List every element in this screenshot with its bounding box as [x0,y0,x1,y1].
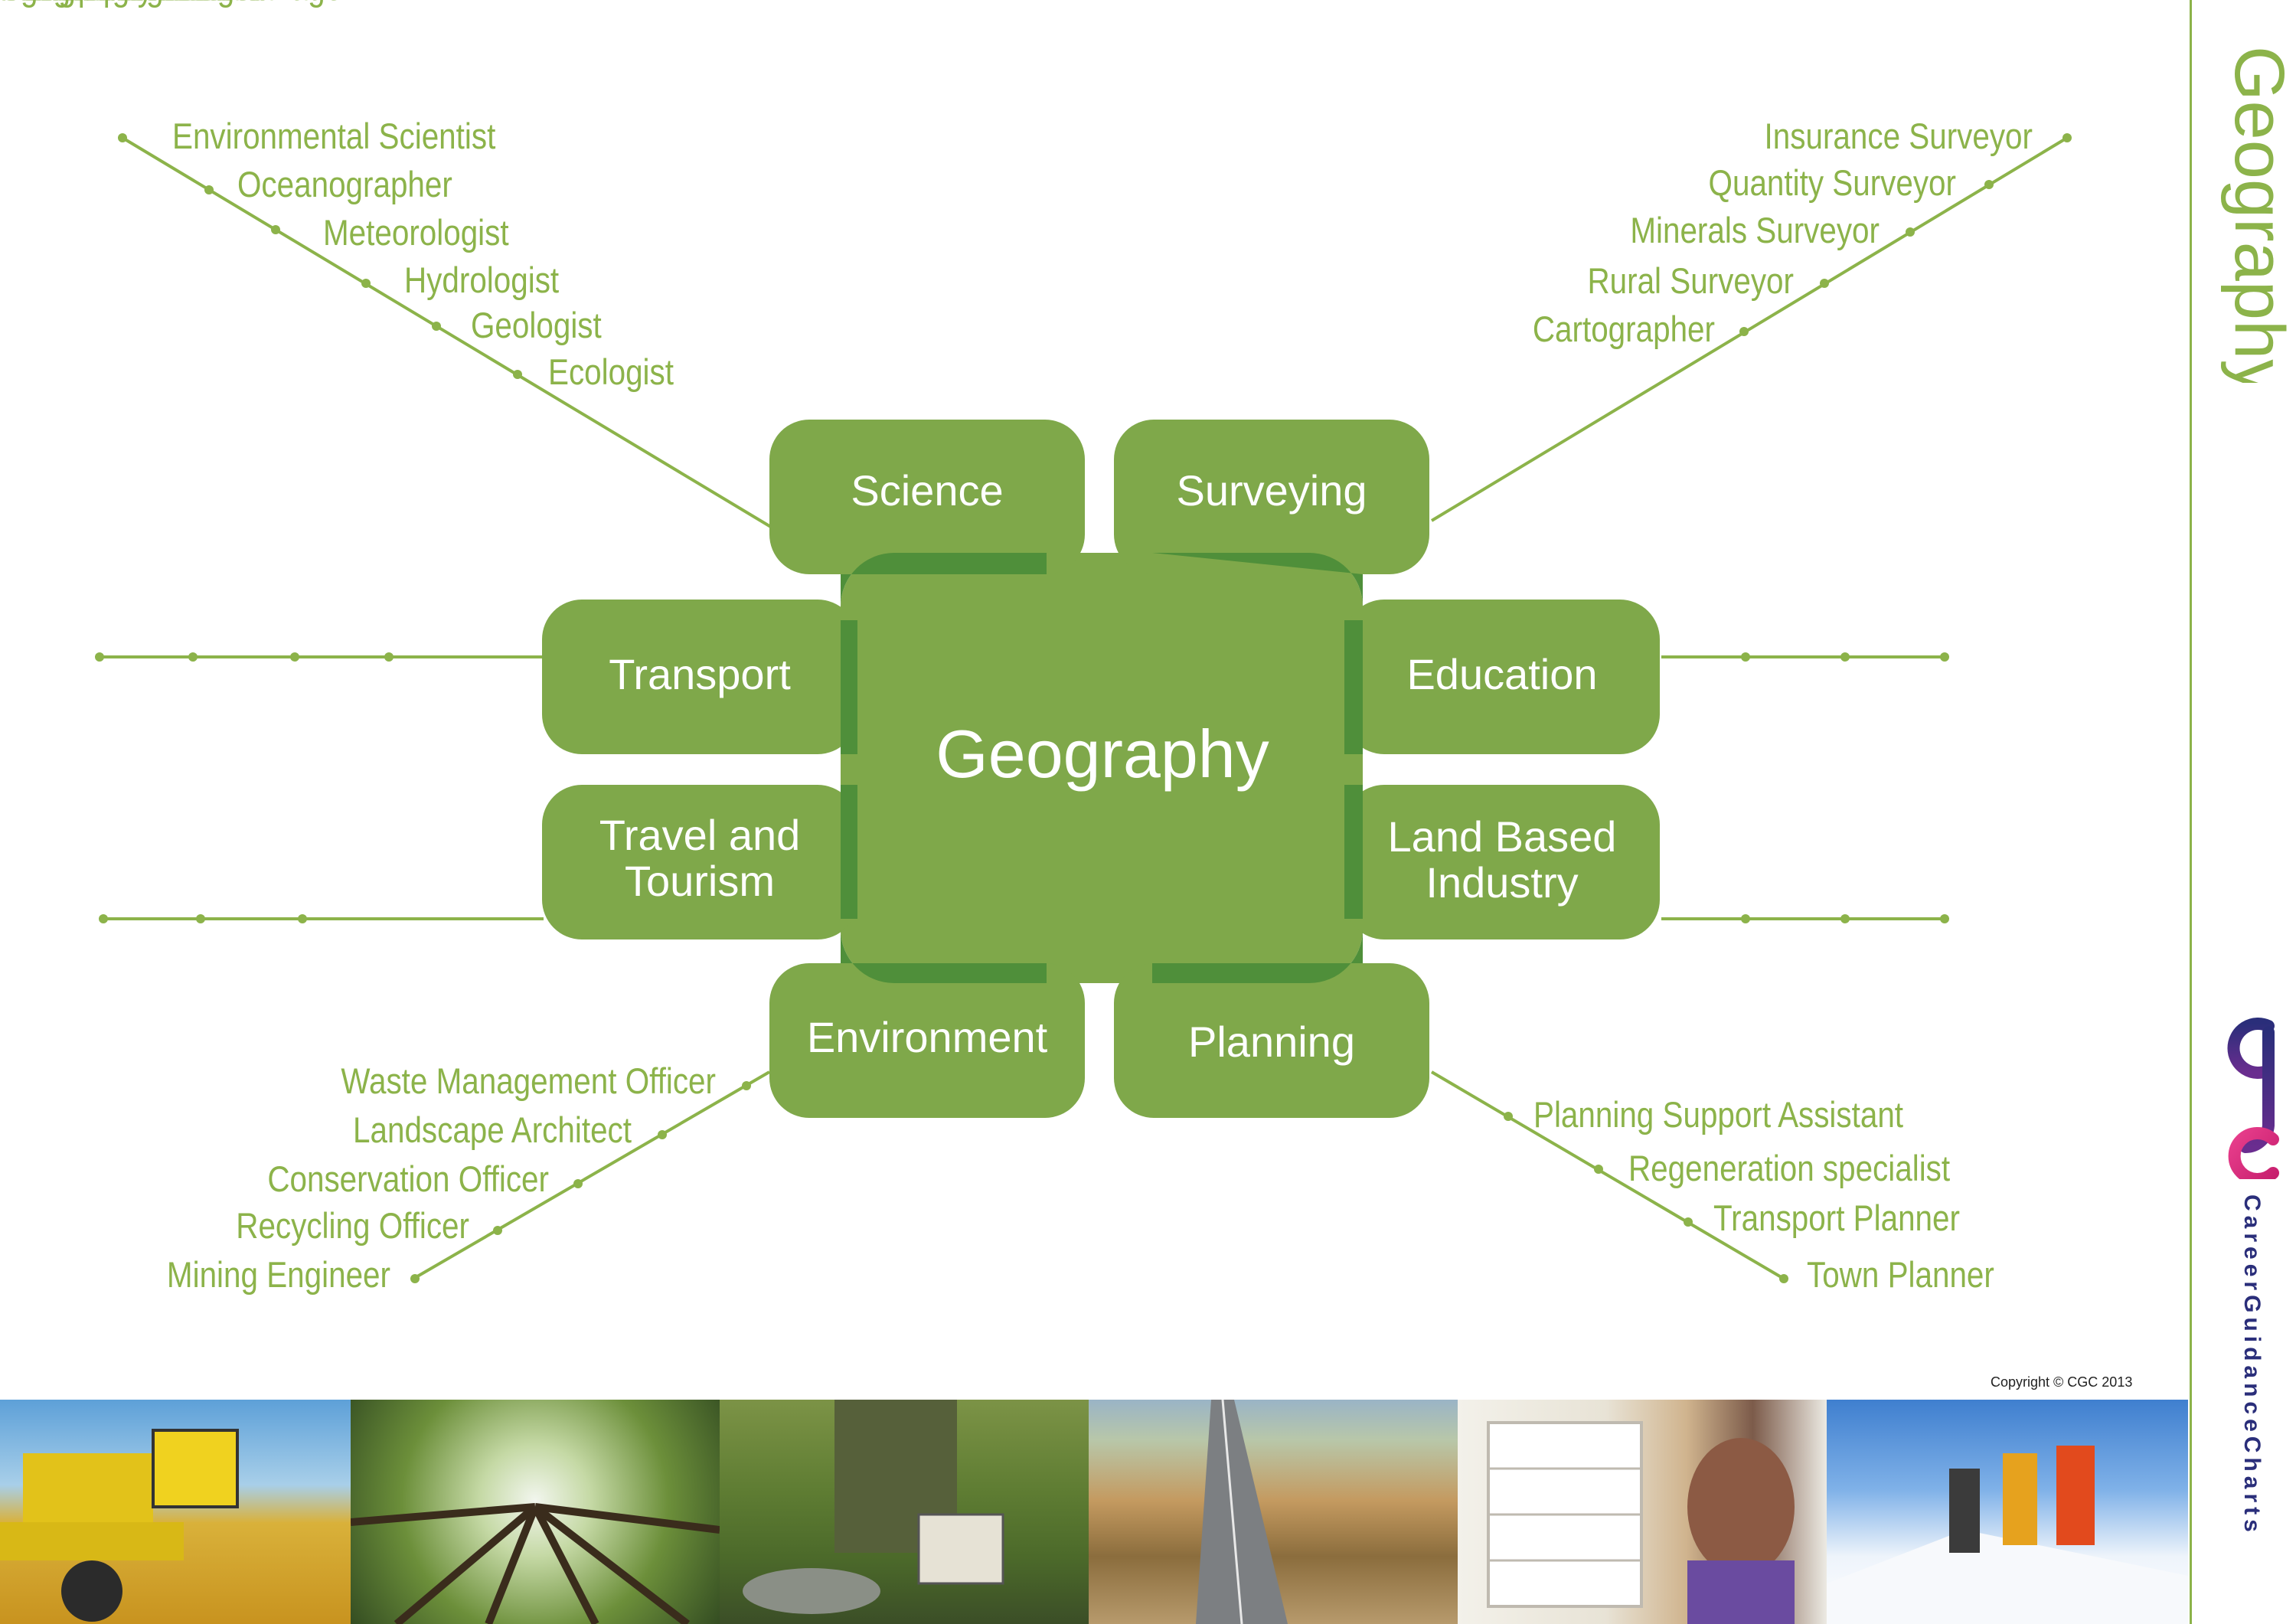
land-based-industry-box[interactable] [1344,785,1660,939]
job-label: Traffic Police Officer [0,0,276,8]
environment-label: Environment [807,1013,1048,1061]
combine-harvester-photo [0,1400,351,1624]
job-label: Transport Manager [0,0,262,8]
job-label: Travel Agent [0,0,172,8]
surveying-label: Surveying [1176,466,1367,515]
transport-box[interactable] [542,600,857,754]
travel-jobs: Outdoor Instructor Tour Manager Travel A… [0,0,250,8]
side-title: Geography [2205,46,2296,394]
job-label: Planning Support Assistant [1533,1095,1903,1135]
job-label: Recycling Officer [236,1206,469,1247]
science-box[interactable] [769,420,1085,574]
motorway-fields-photo [1089,1400,1458,1624]
photo-strip [0,1400,2188,1624]
education-box[interactable] [1344,600,1660,754]
overlap-regions [841,553,1363,983]
job-label: Oceanographer [237,165,452,205]
career-diagram: Geography Science Surveying Transport Ed… [0,0,2072,1296]
job-label: Cartographer [1533,309,1715,350]
planning-label: Planning [1188,1018,1355,1066]
surveying-jobs: Insurance Surveyor Quantity Surveyor Min… [1533,116,2033,350]
cgc-logo-icon [2215,1011,2291,1185]
land-label-line2: Industry [1426,858,1578,907]
job-label: Conservation Officer [267,1159,549,1200]
job-label: Senior Lecturer [0,0,211,8]
job-label: Transport Planner [1713,1198,1960,1239]
environment-jobs: Waste Management Officer Landscape Archi… [167,1061,716,1296]
science-jobs: Environmental Scientist Oceanographer Me… [172,116,674,393]
travel-tourism-box[interactable] [542,785,857,939]
job-label: Tour Manager [0,0,191,8]
copyright-text: Copyright © CGC 2013 [1991,1374,2133,1390]
transport-jobs: Air Traffic Controller Traffic Police Of… [0,0,276,8]
land-label-line1: Land Based [1388,812,1617,861]
job-label: Air Traffic Controller [0,0,273,8]
brand-text: CareerGuidanceCharts [2239,1194,2265,1537]
job-label: Environmental Scientist [172,116,495,157]
job-label: Geography Teacher [0,0,271,8]
job-label: Assistant Estate Manager [0,0,353,8]
side-title-text: Geography [2220,46,2296,383]
job-label: Quantity Surveyor [1709,163,1956,204]
job-label: Freight Forwarder [0,0,246,8]
travel-label-line2: Tourism [625,857,775,905]
weather-station-photo [1458,1400,1827,1624]
forest-canopy-photo [351,1400,720,1624]
science-label: Science [851,466,1003,515]
connector-dots [95,133,2072,1283]
job-label: Waste Management Officer [341,1061,716,1102]
planning-box[interactable] [1114,963,1429,1118]
connector-lines [100,136,2069,1280]
planning-jobs: Planning Support Assistant Regeneration … [1533,1095,1994,1296]
surveying-box[interactable] [1114,420,1429,574]
job-label: Regeneration specialist [1628,1149,1950,1189]
job-label: Minerals Surveyor [1630,211,1880,251]
field-sampling-photo [720,1400,1089,1624]
job-label: Rural Surveyor [1587,261,1794,302]
center-box [841,553,1363,983]
land-jobs: Assistant Estate Manager Forest Worker A… [0,0,353,8]
job-label: Hydrologist [404,260,559,301]
job-label: Town Planner [1807,1255,1994,1296]
job-label: Meteorologist [323,213,509,253]
side-panel [2190,0,2296,1624]
job-label: Insurance Surveyor [1765,116,2033,157]
job-label: Outdoor Instructor [0,0,250,8]
job-label: Ecologist [548,352,674,393]
job-label: Research Assistant [0,0,265,8]
education-jobs: Research Assistant Geography Teacher Sen… [0,0,271,8]
job-label: Forest Worker [0,0,195,8]
education-label: Education [1406,650,1597,698]
mountaineers-photo [1827,1400,2188,1624]
transport-label: Transport [609,650,791,698]
job-label: Geologist [471,306,602,346]
environment-box[interactable] [769,963,1085,1118]
job-label: Landscape Architect [353,1110,632,1151]
category-boxes [542,420,1660,1118]
brand-wordmark: CareerGuidanceCharts [2213,1194,2289,1593]
travel-label-line1: Travel and [599,811,801,859]
job-label: Mining Engineer [167,1255,390,1296]
job-label: Agronomist [0,0,156,8]
center-label: Geography [936,716,1269,792]
